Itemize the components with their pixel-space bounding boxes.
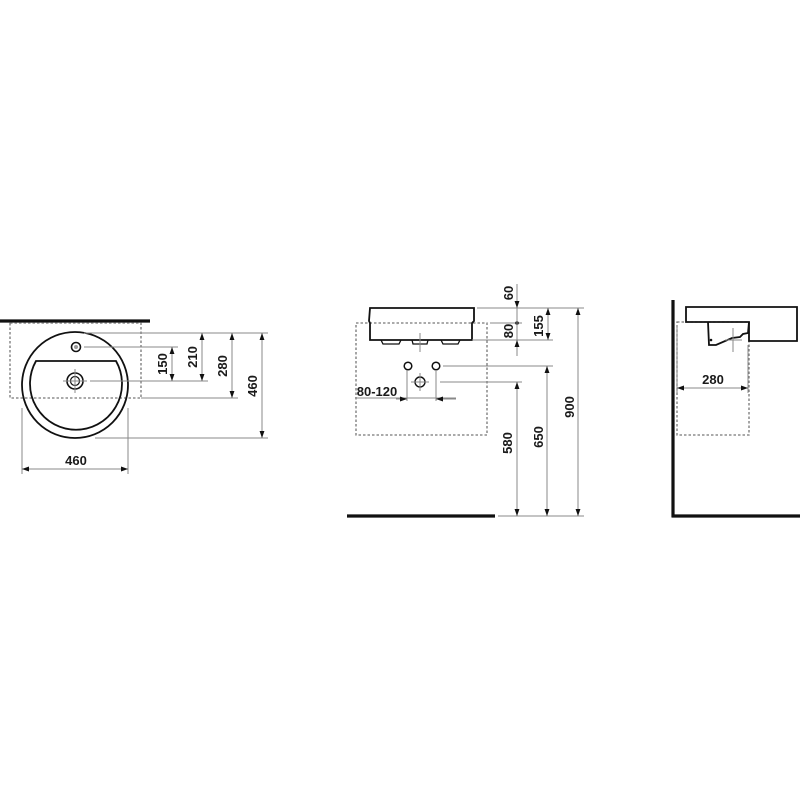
cabinet-outline-hidden <box>355 322 488 436</box>
dim-label-155: 155 <box>531 315 546 337</box>
cabinet-outline-hidden <box>9 322 142 399</box>
dim-label-210: 210 <box>185 346 200 368</box>
dim-label-650: 650 <box>531 426 546 448</box>
basin-foot-right <box>440 339 461 345</box>
dim-label-900: 900 <box>562 396 577 418</box>
dim-label-60: 60 <box>501 286 516 300</box>
basin-foot-left <box>380 339 402 345</box>
front-view: 60 80 155 900 580 650 80-120 <box>347 284 584 518</box>
basin-profile <box>685 306 798 342</box>
top-view: 150 210 280 460 460 <box>0 319 268 474</box>
basin-body <box>368 307 475 341</box>
basin-outer-rim <box>21 331 129 439</box>
valve-right-icon <box>431 361 441 371</box>
dim-label-150: 150 <box>155 353 170 375</box>
dim-label-280-projection: 280 <box>702 372 724 387</box>
dim-label-460-depth: 460 <box>245 375 260 397</box>
basin-inner-bowl <box>29 360 123 431</box>
drain-outlet-icon <box>411 373 429 391</box>
dim-label-460-width: 460 <box>65 453 87 468</box>
dim-label-580: 580 <box>500 432 515 454</box>
dim-label-280: 280 <box>215 355 230 377</box>
basin-bowl-profile <box>707 321 750 346</box>
tap-hole-icon <box>70 341 82 353</box>
valve-left-icon <box>403 361 413 371</box>
dim-label-80: 80 <box>501 324 516 338</box>
side-view: 280 <box>671 300 800 518</box>
drain-icon <box>63 369 87 393</box>
dim-label-80-120: 80-120 <box>357 384 397 399</box>
